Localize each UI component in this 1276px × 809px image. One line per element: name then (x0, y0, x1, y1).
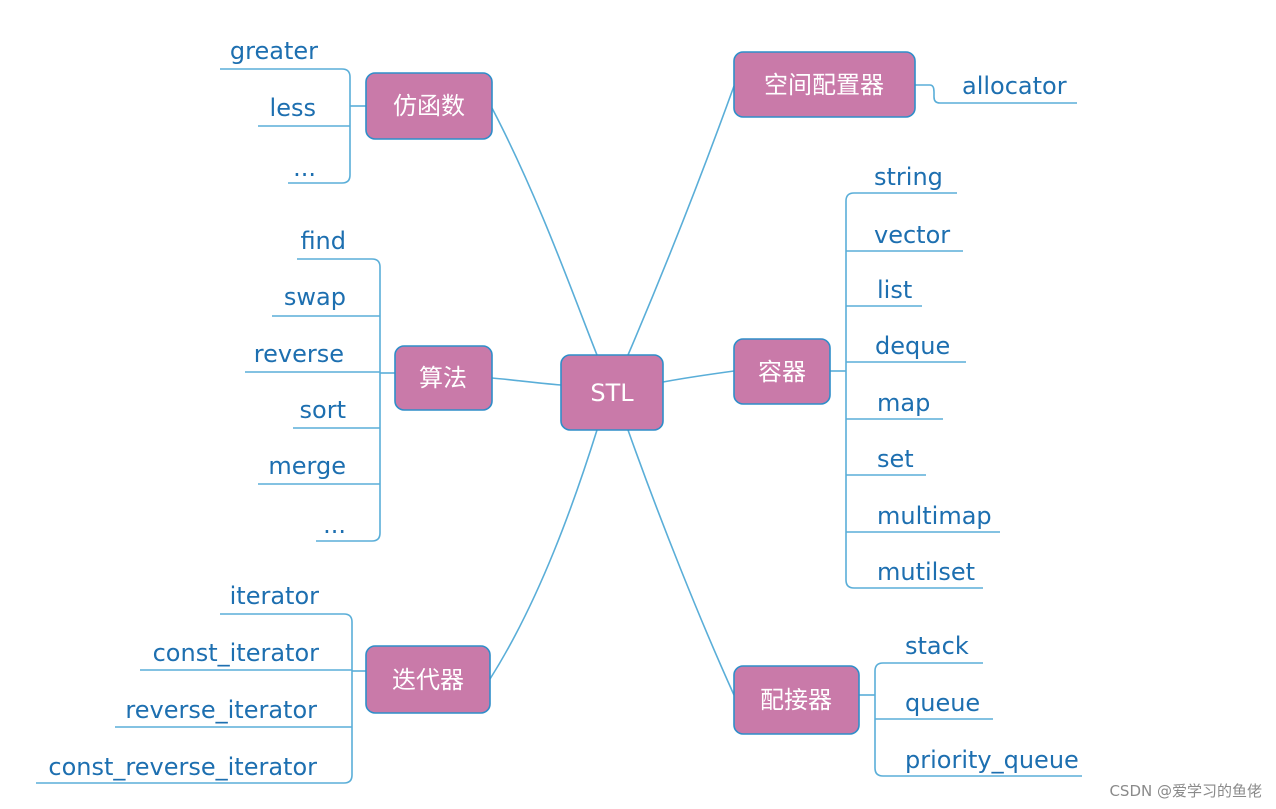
adapters-tree (859, 662, 1082, 777)
leaf-algorithms-more: ... (323, 511, 346, 539)
leaf-const-iterator: const_iterator (153, 639, 320, 667)
leaf-map: map (877, 389, 930, 417)
center-label: STL (590, 379, 634, 407)
leaf-vector: vector (874, 221, 950, 249)
leaf-reverse-iterator: reverse_iterator (125, 696, 317, 724)
node-adapters: 配接器 (733, 665, 860, 735)
connector-iterators (489, 429, 598, 680)
watermark: CSDN @爱学习的鱼佬 (1109, 782, 1262, 800)
leaf-queue: queue (905, 689, 980, 717)
connector-functors (491, 107, 598, 356)
leaf-list: list (877, 276, 912, 304)
leaf-allocator: allocator (962, 72, 1067, 100)
leaf-sort: sort (300, 396, 346, 424)
algorithms-tree (245, 258, 395, 542)
leaf-iterator: iterator (230, 582, 320, 610)
node-allocator-label: 空间配置器 (764, 71, 884, 99)
leaf-merge: merge (268, 452, 346, 480)
leaf-functors-more: ... (293, 154, 316, 182)
leaf-const-reverse-iterator: const_reverse_iterator (48, 753, 317, 781)
node-functors: 仿函数 (365, 72, 493, 140)
leaf-swap: swap (284, 283, 346, 311)
leaf-find: find (300, 227, 346, 255)
connector-allocator (627, 85, 735, 356)
node-algorithms: 算法 (394, 345, 493, 411)
node-containers: 容器 (733, 338, 831, 405)
leaf-less: less (270, 94, 316, 122)
leaf-multimap: multimap (877, 502, 992, 530)
node-allocator: 空间配置器 (733, 51, 916, 118)
leaf-reverse: reverse (254, 340, 344, 368)
center-connectors (489, 85, 735, 696)
allocator-tree (915, 84, 1077, 104)
functors-tree (220, 68, 366, 184)
leaf-deque: deque (875, 332, 950, 360)
node-containers-label: 容器 (758, 358, 806, 386)
connector-containers (662, 370, 735, 383)
leaf-mutilset: mutilset (877, 558, 975, 586)
node-adapters-label: 配接器 (760, 686, 832, 714)
node-iterators-label: 迭代器 (392, 666, 464, 694)
connector-adapters (627, 429, 735, 696)
leaf-priority-queue: priority_queue (905, 746, 1079, 774)
center-node-stl: STL (560, 354, 664, 431)
leaf-greater: greater (230, 37, 318, 65)
leaf-string: string (874, 163, 943, 191)
node-algorithms-label: 算法 (419, 364, 467, 392)
leaf-stack: stack (905, 632, 969, 660)
node-iterators: 迭代器 (365, 645, 491, 714)
leaf-set: set (877, 445, 914, 473)
node-functors-label: 仿函数 (393, 92, 465, 120)
containers-tree (830, 192, 1000, 589)
iterators-tree (36, 613, 366, 784)
connector-algorithms (491, 377, 562, 386)
